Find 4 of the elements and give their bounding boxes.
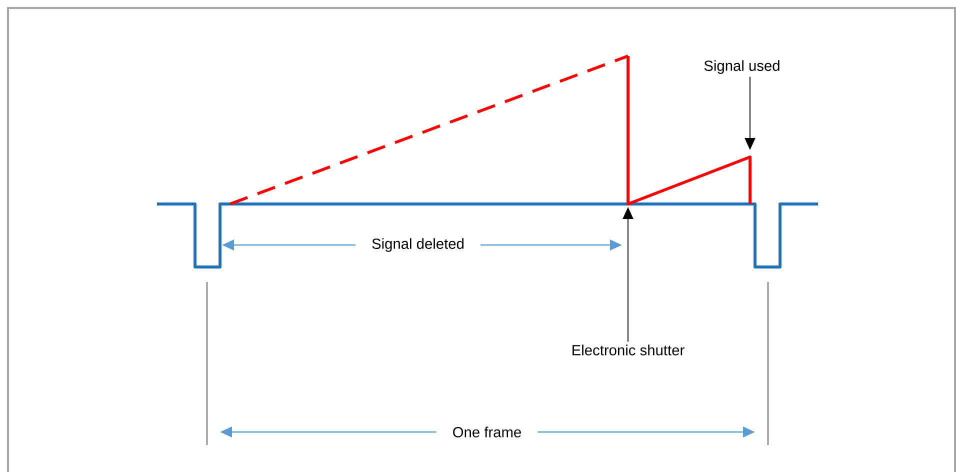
callout-text: Signal used	[704, 60, 780, 74]
dimension-label: One frame	[436, 424, 538, 440]
callout-text: Electronic shutter	[572, 344, 684, 356]
dimension-label: Signal deleted	[356, 236, 480, 254]
